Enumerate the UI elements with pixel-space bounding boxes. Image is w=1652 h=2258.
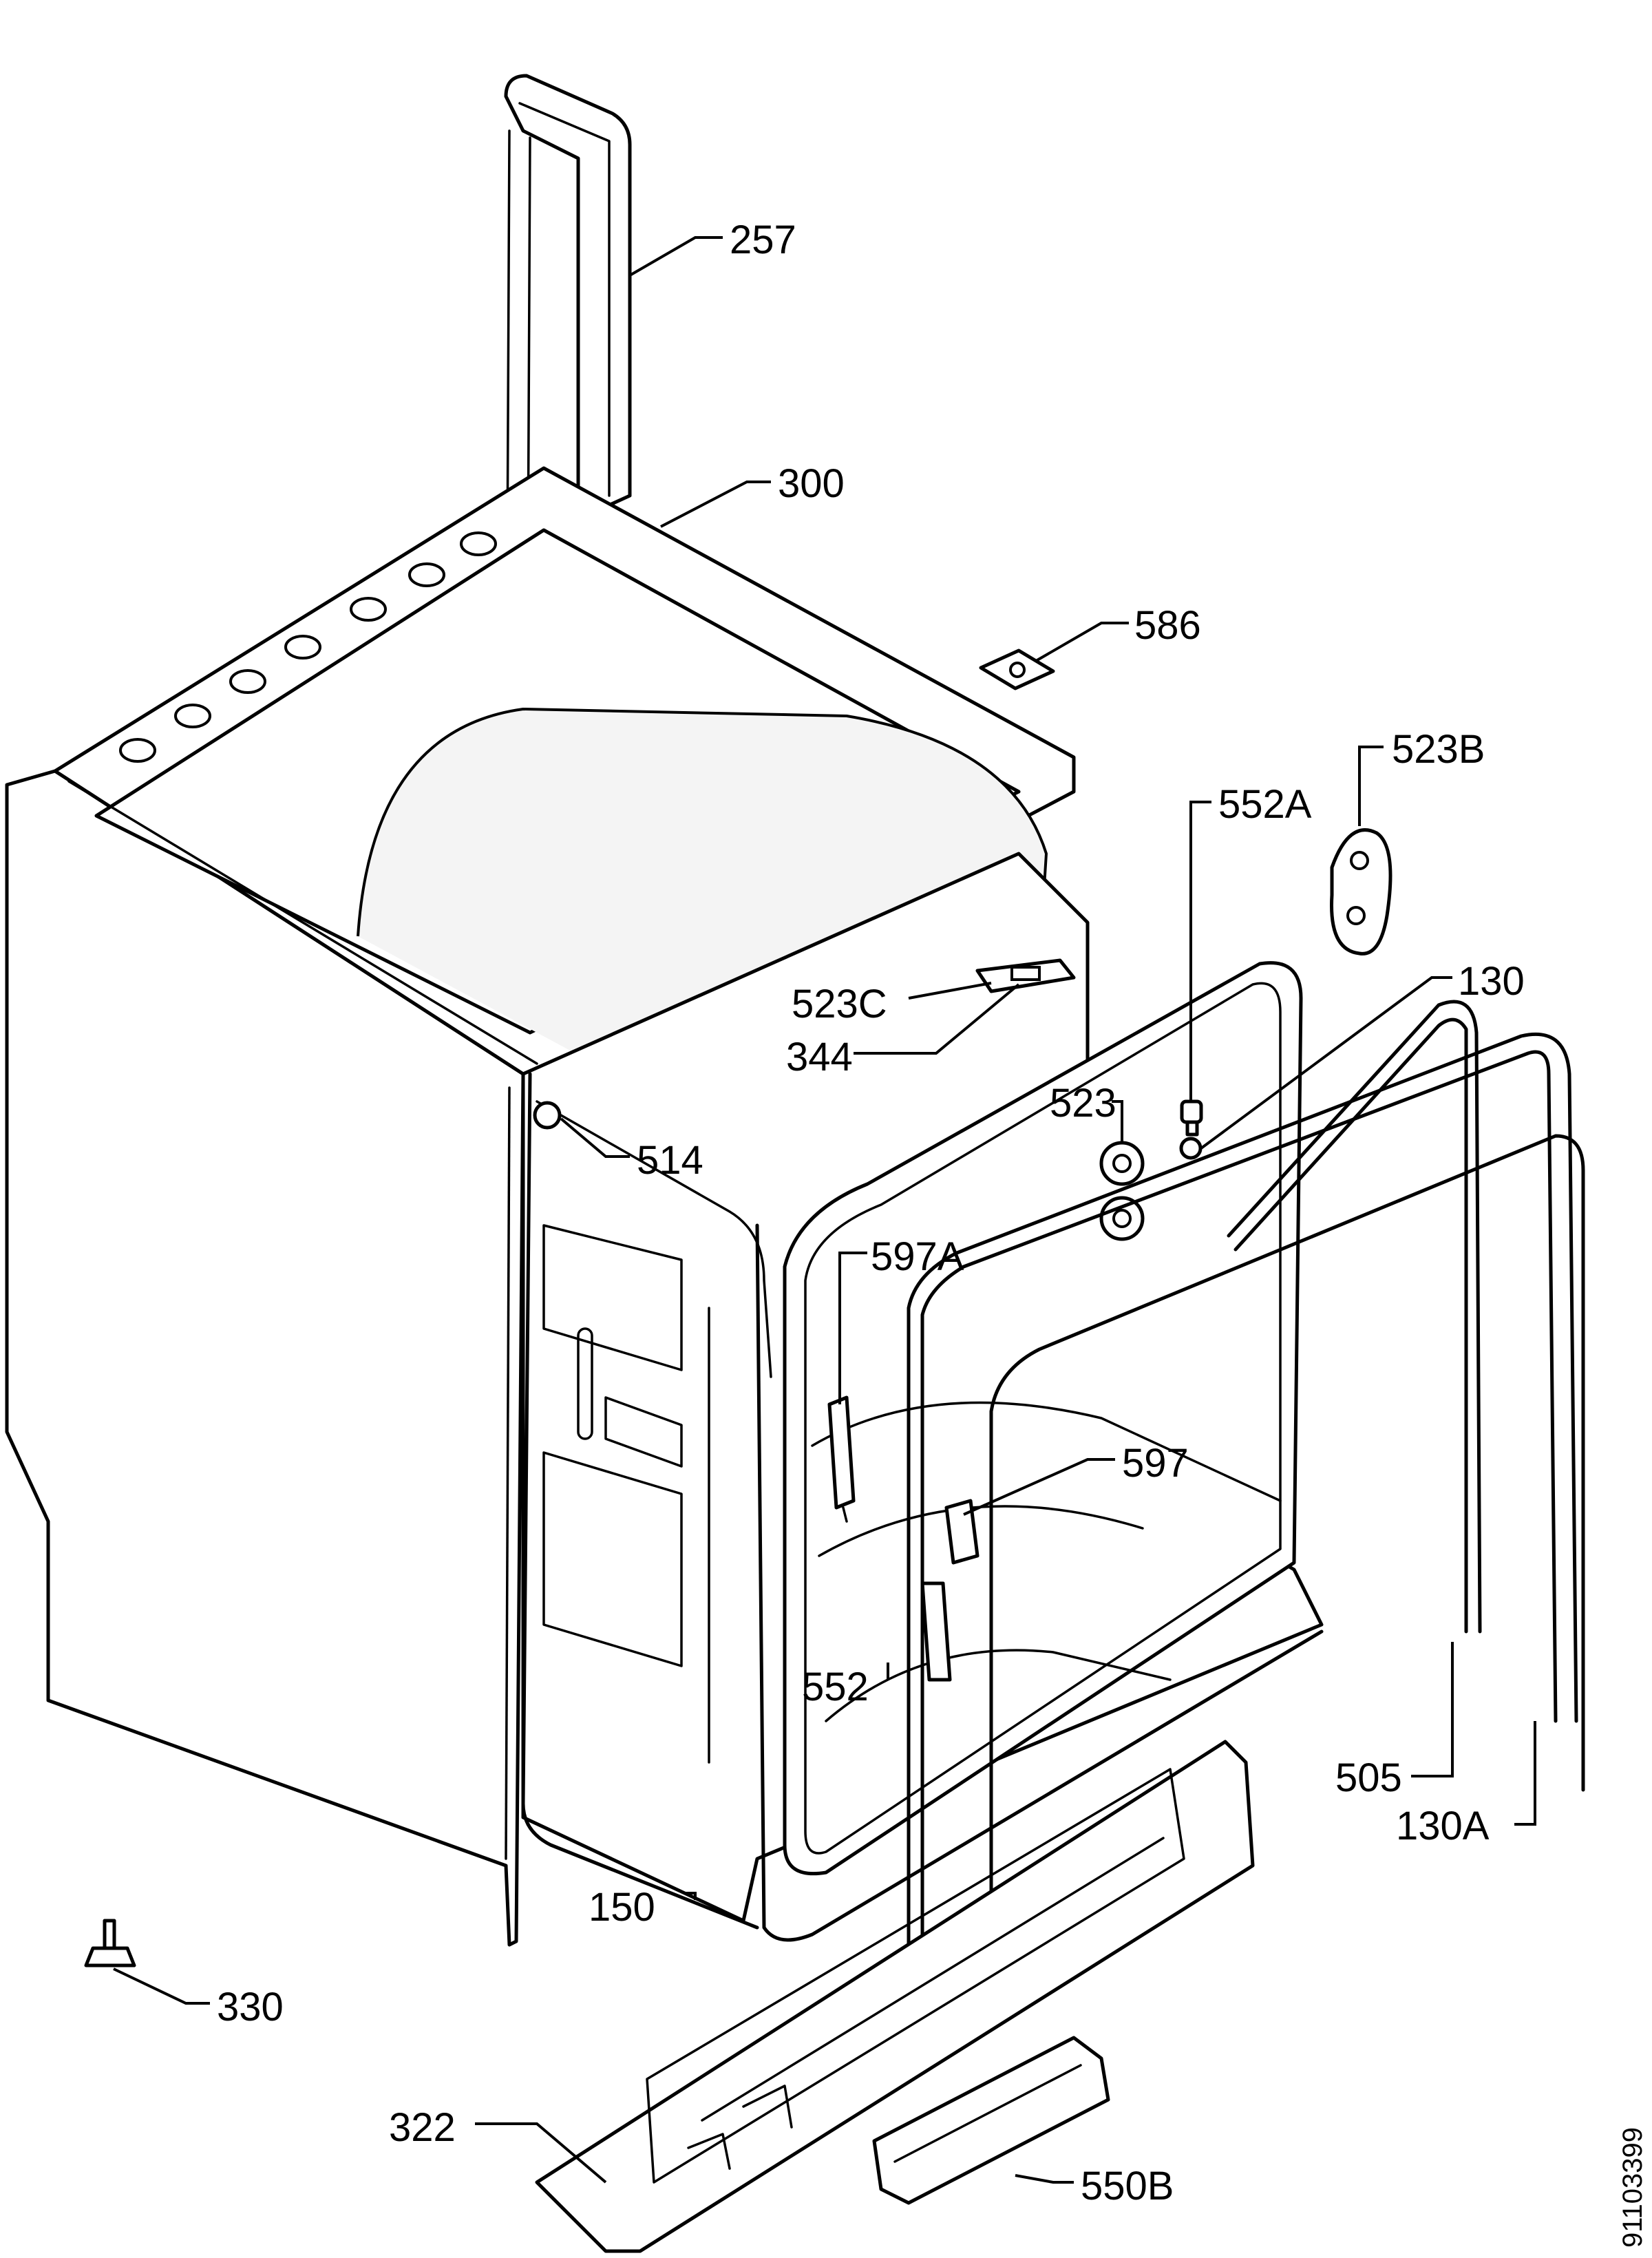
label-300: 300 <box>778 461 845 506</box>
part-322-plinth <box>535 1740 1255 2253</box>
part-523b-plate <box>1330 828 1392 956</box>
label-514: 514 <box>637 1138 703 1183</box>
label-552: 552 <box>802 1665 869 1709</box>
label-597a: 597A <box>871 1234 964 1279</box>
label-550b: 550B <box>1081 2164 1174 2208</box>
part-550b-bracket <box>872 2036 1110 2205</box>
part-330-foot <box>84 1919 136 1967</box>
label-505: 505 <box>1335 1755 1402 1800</box>
part-586-washer <box>979 648 1055 690</box>
label-130a: 130A <box>1396 1804 1490 1848</box>
label-344: 344 <box>786 1035 853 1079</box>
part-labels: 257 300 586 523B 552A 130 523C 344 523 5… <box>217 218 1525 2208</box>
label-597: 597 <box>1122 1441 1189 1486</box>
part-130a-seal <box>907 1032 1578 1957</box>
part-597-clip <box>944 1499 979 1565</box>
label-322: 322 <box>389 2105 456 2150</box>
label-330: 330 <box>217 1985 284 2029</box>
label-523c: 523C <box>792 982 887 1026</box>
drawing-number: 91103399 <box>1618 2127 1648 2248</box>
part-514-bolt <box>533 1101 562 1130</box>
label-523: 523 <box>1050 1081 1116 1126</box>
label-130: 130 <box>1458 959 1525 1004</box>
part-130-ring <box>1179 1137 1203 1160</box>
label-586: 586 <box>1134 603 1201 648</box>
label-552a: 552A <box>1218 782 1312 827</box>
leader-lines <box>113 236 1536 2184</box>
part-523-bushings <box>1099 1141 1145 1241</box>
label-523b: 523B <box>1392 727 1485 772</box>
part-130-seal-loop <box>989 1134 1585 2012</box>
label-150: 150 <box>589 1885 655 1930</box>
part-505-seal <box>1227 1000 1482 1634</box>
label-257: 257 <box>730 218 796 262</box>
part-552-rail <box>920 1581 952 1682</box>
